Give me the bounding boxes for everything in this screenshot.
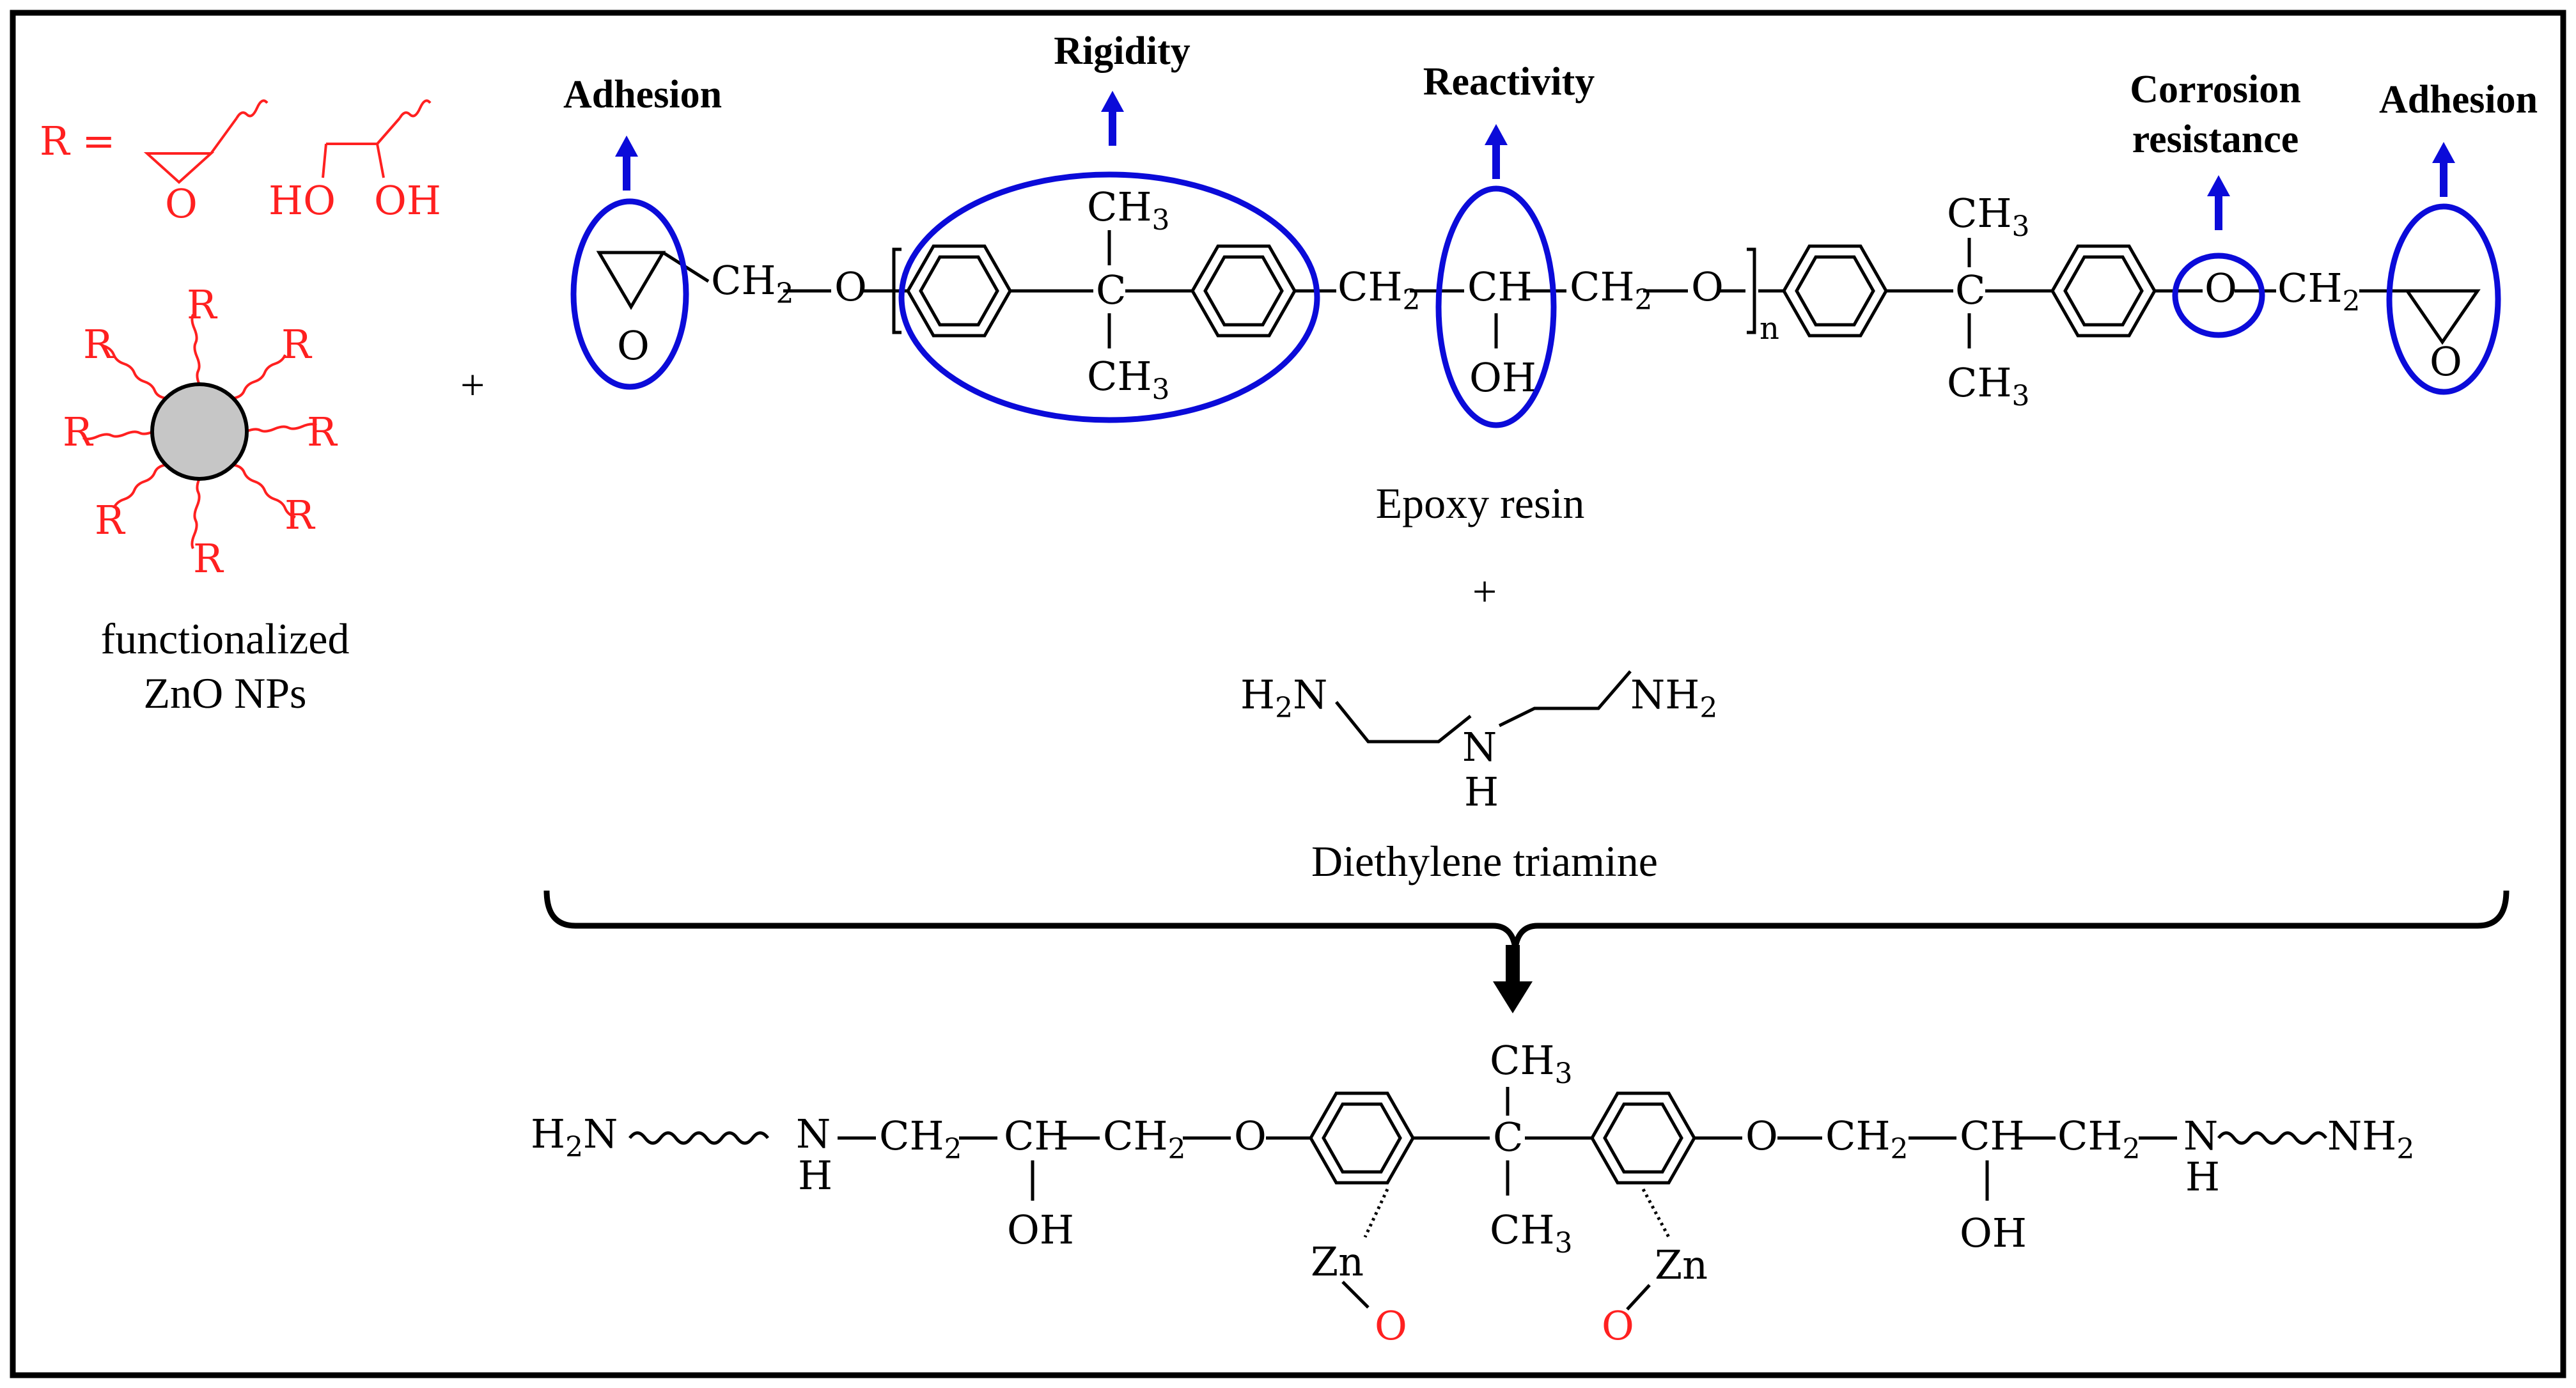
product-phenyl-2: [1590, 1091, 1696, 1185]
epoxy-ch: CH: [1467, 263, 1533, 310]
grouping-brace: [543, 890, 2510, 949]
epoxy-ch2-1: CH2: [711, 257, 794, 310]
product-nh-left-h: H: [798, 1152, 832, 1199]
product-ch-1: CH: [1004, 1112, 1069, 1159]
epoxy-resin-caption: Epoxy resin: [1376, 479, 1585, 527]
cured-product-structure: H2N N H CH2 CH OH CH2 O C CH3 CH3 O CH2 …: [531, 1037, 2414, 1349]
epoxy-ch3-top-2: CH3: [1947, 190, 2030, 243]
label-adhesion-left: Adhesion: [563, 73, 722, 116]
repeat-bracket-left: [892, 247, 902, 334]
phenyl-ring-1: [906, 244, 1012, 338]
epoxy-o-1: O: [834, 263, 867, 310]
product-zn-left: Zn: [1311, 1238, 1364, 1285]
r-diol-oh: OH: [374, 177, 441, 224]
figure-frame: [10, 10, 2566, 1378]
label-reactivity: Reactivity: [1423, 60, 1595, 104]
np-r-upper-left: R: [83, 321, 114, 368]
product-ch3-bottom: CH3: [1490, 1206, 1573, 1259]
label-adhesion-right: Adhesion: [2379, 78, 2538, 121]
product-nh-right-h: H: [2185, 1153, 2220, 1200]
product-phenyl-1: [1309, 1091, 1415, 1185]
np-ligands: [82, 314, 317, 549]
product-h2n: H2N: [531, 1111, 618, 1164]
dta-h-mid: H: [1464, 768, 1499, 815]
product-nh-left-n: N: [796, 1111, 831, 1157]
epoxy-ch3-bottom-2: CH3: [1947, 359, 2030, 412]
r-epoxide-o: O: [165, 180, 198, 227]
product-zn-right: Zn: [1655, 1242, 1708, 1288]
np-r-lower-right: R: [285, 492, 316, 538]
product-o-1: O: [1234, 1112, 1267, 1159]
epoxy-resin-structure: O CH2 O C CH3 CH3 CH2 CH OH CH2 O n: [596, 183, 2481, 412]
product-ch-2: CH: [1960, 1112, 2025, 1159]
epoxy-o-3: O: [2205, 265, 2237, 311]
zno-nanoparticle: [150, 382, 249, 481]
highlight-left-epoxide: [570, 198, 689, 390]
epoxy-ch3-bottom-1: CH3: [1087, 353, 1170, 406]
highlight-right-epoxide: [2386, 203, 2501, 395]
epoxy-ch3-top-1: CH3: [1087, 183, 1170, 237]
highlight-ellipses: [570, 171, 2501, 428]
r-epoxide-ring: [143, 152, 215, 184]
r-diol-ho: HO: [269, 177, 336, 224]
plus-sign-middle: +: [1472, 567, 1497, 616]
dta-h2n: H2N: [1240, 671, 1327, 724]
product-nh-right-n: N: [2183, 1112, 2218, 1159]
plus-sign-left: +: [460, 361, 485, 409]
diethylene-triamine-structure: H2N N H NH2: [1240, 670, 1717, 815]
product-zn-right-o: O: [1602, 1302, 1634, 1349]
highlight-bisphenol: [898, 171, 1320, 423]
np-r-top: R: [187, 281, 218, 328]
dta-n-mid: N: [1462, 724, 1497, 770]
reaction-arrow: [1493, 945, 1533, 1013]
product-ch2-4: CH2: [2057, 1112, 2141, 1166]
r-group-definition: R = O HO OH: [40, 99, 441, 227]
repeat-n: n: [1760, 311, 1779, 347]
epoxy-right-epoxide-o: O: [2430, 338, 2462, 385]
label-corrosion-line2: resistance: [2132, 118, 2299, 161]
functionalized-nanoparticle: R R R R R R R R functionalized ZnO NPs: [63, 281, 349, 717]
r-equals: R =: [40, 118, 115, 164]
label-rigidity: Rigidity: [1054, 29, 1190, 73]
np-caption-line2: ZnO NPs: [143, 669, 306, 717]
epoxy-ch2-3: CH2: [1570, 263, 1653, 316]
np-r-lower-left: R: [95, 497, 126, 543]
epoxy-quat-c-2: C: [1955, 267, 1985, 313]
product-quat-c: C: [1493, 1114, 1523, 1160]
product-nh2: NH2: [2327, 1112, 2414, 1166]
epoxy-left-epoxide-o: O: [617, 322, 650, 369]
highlight-ether-oxygen: [2172, 253, 2265, 338]
product-ch2-1: CH2: [879, 1112, 962, 1166]
phenyl-ring-4: [2050, 244, 2157, 338]
product-ch3-top: CH3: [1490, 1037, 1573, 1090]
epoxy-ch2-2: CH2: [1338, 263, 1421, 316]
property-labels: Adhesion Rigidity Reactivity Corrosion r…: [563, 29, 2538, 230]
product-oh-1: OH: [1007, 1206, 1074, 1253]
dta-nh2: NH2: [1630, 671, 1717, 724]
phenyl-ring-2: [1190, 244, 1297, 338]
np-r-left: R: [63, 409, 94, 455]
epoxy-quat-c-1: C: [1096, 267, 1126, 313]
epoxy-ch2-4: CH2: [2277, 265, 2361, 318]
np-r-right: R: [307, 409, 338, 455]
product-o-2: O: [1745, 1112, 1778, 1159]
epoxy-o-2: O: [1691, 263, 1724, 310]
np-caption-line1: functionalized: [101, 614, 350, 663]
product-zn-left-o: O: [1375, 1302, 1407, 1349]
label-corrosion-line1: Corrosion: [2130, 68, 2301, 111]
product-oh-2: OH: [1960, 1210, 2027, 1256]
phenyl-ring-3: [1782, 244, 1888, 338]
np-r-bottom: R: [193, 535, 224, 582]
repeat-bracket-right: [1747, 247, 1756, 334]
dta-caption: Diethylene triamine: [1311, 837, 1658, 885]
product-ch2-3: CH2: [1825, 1112, 1909, 1166]
epoxy-oh: OH: [1469, 354, 1536, 401]
product-ch2-2: CH2: [1103, 1112, 1186, 1166]
np-r-upper-right: R: [281, 321, 313, 368]
highlight-hydroxyl: [1435, 185, 1557, 428]
